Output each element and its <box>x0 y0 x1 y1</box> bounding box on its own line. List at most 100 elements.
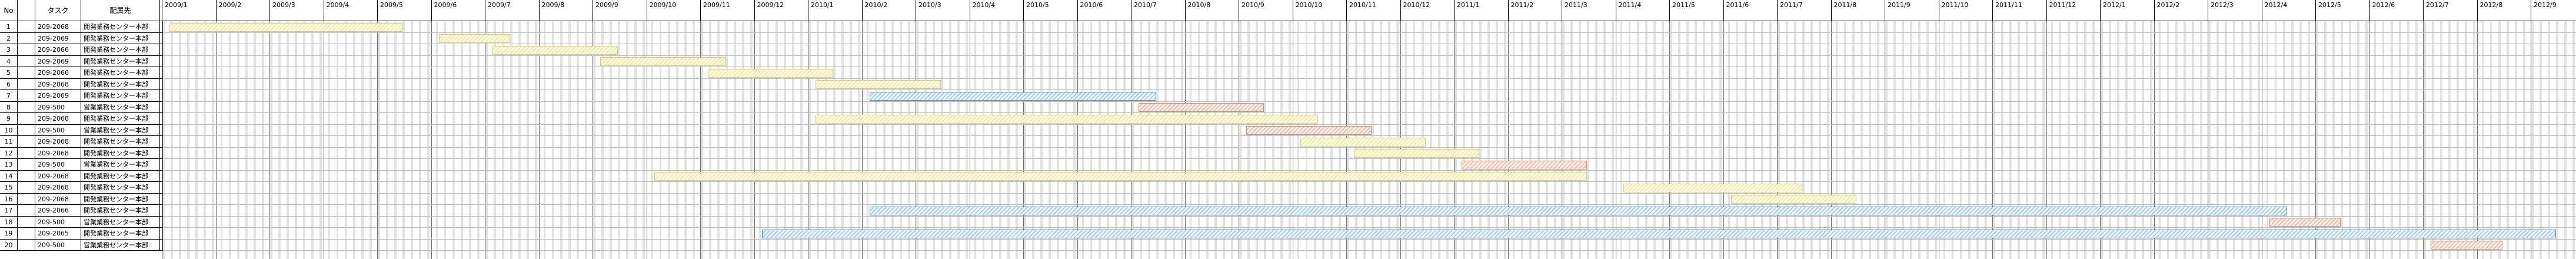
grid-stripe <box>328 21 331 259</box>
grid-stripe <box>1222 21 1225 259</box>
grid-stripe <box>1024 21 1026 259</box>
grid-stripe <box>1098 21 1101 259</box>
grid-stripe <box>2382 21 2385 259</box>
gantt-bar[interactable] <box>600 57 725 66</box>
gantt-bar[interactable] <box>816 80 941 89</box>
month-divider <box>2046 21 2047 259</box>
gantt-bar[interactable] <box>869 206 2287 215</box>
month-header: 2011/1 <box>1455 0 1509 21</box>
grid-stripe <box>1835 21 1838 259</box>
row-spacer <box>160 21 163 33</box>
grid-stripe <box>460 21 463 259</box>
grid-stripe <box>1603 21 1606 259</box>
row-spacer <box>160 44 163 56</box>
grid-stripe <box>1520 21 1523 259</box>
grid-stripe <box>2324 21 2327 259</box>
gantt-bar[interactable] <box>1139 103 1264 112</box>
gantt-bar[interactable] <box>816 114 1318 124</box>
grid-stripe <box>510 21 513 259</box>
grid-stripe <box>1570 21 1573 259</box>
row-task: 209-2066 <box>35 205 81 217</box>
grid-stripe <box>2514 21 2517 259</box>
month-header: 2011/8 <box>1831 0 1885 21</box>
grid-stripe <box>2199 21 2202 259</box>
gantt-bar[interactable] <box>1730 195 1856 204</box>
row-check-cell <box>18 170 35 182</box>
month-divider <box>2477 21 2478 259</box>
grid-stripe <box>1579 21 1581 259</box>
gantt-bar[interactable] <box>2269 218 2341 227</box>
month-header: 2009/7 <box>485 0 540 21</box>
gantt-bar[interactable] <box>761 229 2556 238</box>
grid-stripe <box>1587 21 1590 259</box>
gantt-bar[interactable] <box>2431 241 2502 250</box>
grid-stripe <box>2349 21 2352 259</box>
month-header: 2010/6 <box>1077 0 1131 21</box>
row-dept: 開発業務センター本部 <box>81 78 160 90</box>
month-header: 2009/5 <box>378 0 432 21</box>
grid-stripe <box>1943 21 1946 259</box>
month-header: 2012/6 <box>2369 0 2424 21</box>
row-dept: 開発業務センター本部 <box>81 55 160 67</box>
grid-stripe <box>1819 21 1822 259</box>
row-number: 17 <box>0 205 18 217</box>
grid-stripe <box>974 21 977 259</box>
grid-stripe <box>1752 21 1755 259</box>
gantt-bar[interactable] <box>1623 183 1802 192</box>
month-divider <box>269 21 270 259</box>
grid-stripe <box>2258 21 2261 259</box>
grid-stripe <box>2233 21 2236 259</box>
grid-stripe <box>485 21 488 259</box>
grid-stripe <box>2506 21 2509 259</box>
row-spacer <box>160 55 163 67</box>
grid-stripe <box>419 21 422 259</box>
month-divider <box>861 21 863 259</box>
gantt-bar[interactable] <box>708 68 833 78</box>
row-task: 209-500 <box>35 159 81 171</box>
gantt-bar[interactable] <box>169 22 402 32</box>
grid-stripe <box>2540 21 2542 259</box>
grid-stripe <box>767 21 770 259</box>
grid-stripe <box>162 21 165 259</box>
grid-stripe <box>850 21 853 259</box>
gantt-bar[interactable] <box>1246 126 1372 135</box>
grid-stripe <box>2415 21 2418 259</box>
grid-stripe <box>584 21 587 259</box>
grid-stripe <box>916 21 918 259</box>
grid-stripe <box>1065 21 1068 259</box>
grid-stripe <box>2448 21 2451 259</box>
row-number: 5 <box>0 67 18 79</box>
grid-stripe <box>933 21 935 259</box>
header-check <box>18 0 35 21</box>
row-task: 209-2068 <box>35 193 81 205</box>
grid-stripe <box>999 21 1001 259</box>
grid-stripe <box>1769 21 1772 259</box>
month-header: 2012/1 <box>2101 0 2155 21</box>
grid-stripe <box>2026 21 2029 259</box>
grid-stripe <box>709 21 711 259</box>
grid-stripe <box>1007 21 1010 259</box>
gantt-bar[interactable] <box>654 172 1587 181</box>
grid-stripe <box>1670 21 1672 259</box>
gantt-bar[interactable] <box>438 34 510 43</box>
grid-stripe <box>2490 21 2492 259</box>
gantt-bar[interactable] <box>1462 160 1587 170</box>
row-spacer <box>160 239 163 251</box>
row-spacer <box>160 67 163 79</box>
grid-stripe <box>667 21 670 259</box>
gantt-bar[interactable] <box>869 91 1156 101</box>
grid-stripe <box>560 21 563 259</box>
row-number: 14 <box>0 170 18 182</box>
row-spacer <box>160 159 163 171</box>
gantt-bar[interactable] <box>1354 149 1479 158</box>
row-divider <box>162 170 2576 171</box>
grid-stripe <box>800 21 803 259</box>
row-task: 209-2069 <box>35 90 81 102</box>
row-dept: 開発業務センター本部 <box>81 90 160 102</box>
grid-stripe <box>1695 21 1698 259</box>
gantt-bar[interactable] <box>1300 137 1426 147</box>
month-divider <box>1507 21 1509 259</box>
month-divider <box>1992 21 1993 259</box>
gantt-bar[interactable] <box>492 45 618 55</box>
grid-stripe <box>527 21 530 259</box>
